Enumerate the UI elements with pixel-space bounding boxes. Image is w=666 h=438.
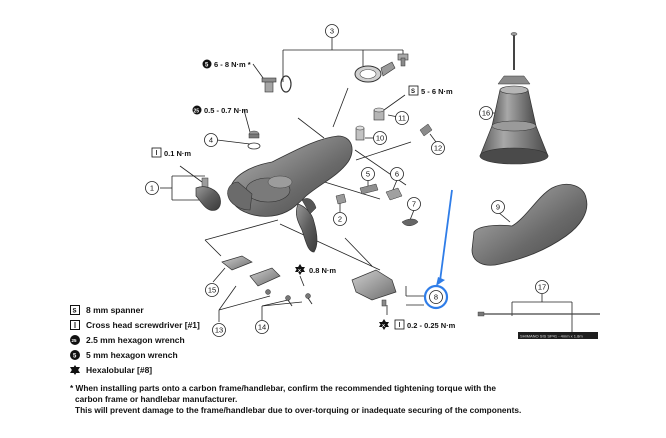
svg-text:17: 17 — [538, 283, 546, 292]
part-10-11-12 — [355, 107, 433, 141]
installation-note: * When installing parts onto a carbon fr… — [70, 383, 521, 416]
torque-1: 6 - 8 N·m * — [214, 60, 251, 69]
callout-3: 3 — [325, 24, 339, 38]
callout-1: 1 — [145, 181, 159, 195]
legend-item: 25 2.5 mm hexagon wrench — [70, 332, 200, 347]
torque-5: 0.8 N·m — [309, 266, 336, 275]
svg-text:5: 5 — [205, 63, 209, 69]
svg-text:4: 4 — [209, 136, 213, 145]
screwdriver-icon — [70, 319, 80, 330]
spanner-icon: S — [70, 304, 80, 315]
svg-text:3: 3 — [330, 27, 334, 36]
hex-wrench-2-5-icon: 25 — [70, 334, 80, 345]
callout-10: 10 — [373, 131, 387, 145]
torque-3: 0.1 N·m — [164, 149, 191, 158]
svg-text:16: 16 — [482, 109, 490, 118]
highlight-annotation — [423, 189, 453, 310]
svg-text:1: 1 — [150, 184, 154, 193]
part-13-14-15 — [221, 255, 313, 307]
torque-6: 0.2 - 0.25 N·m — [407, 321, 456, 330]
part-4-cap — [247, 130, 261, 150]
note-line-2: carbon frame or handlebar manufacturer. — [75, 394, 238, 404]
spanner-icon — [408, 85, 419, 96]
note-line-3: This will prevent damage to the frame/ha… — [75, 405, 522, 415]
tool-legend: S 8 mm spanner Cross head screwdriver [#… — [70, 302, 200, 377]
highlight-circle — [423, 284, 449, 310]
legend-label: 2.5 mm hexagon wrench — [86, 334, 185, 345]
hex-wrench-5-icon — [202, 59, 212, 69]
legend-item: Cross head screwdriver [#1] — [70, 317, 200, 332]
part-17-shift-cable: SHIMANO SIS SP41 - 4mm x 1.8m — [477, 311, 600, 339]
torque-4: 5 - 6 N·m — [421, 87, 453, 96]
callout-15: 15 — [205, 283, 219, 297]
svg-text:S: S — [411, 89, 415, 95]
svg-text:25: 25 — [194, 109, 200, 115]
leader-lines — [160, 38, 573, 336]
svg-text:S: S — [73, 308, 77, 314]
part-16-cartridge — [479, 32, 549, 165]
svg-text:12: 12 — [434, 144, 442, 153]
callout-12: 12 — [431, 141, 445, 155]
torque-specs: 5 6 - 8 N·m * 25 0.5 - 0.7 N·m 0.1 N·m S… — [151, 59, 456, 330]
torque-2: 0.5 - 0.7 N·m — [204, 106, 249, 115]
callout-7: 7 — [407, 197, 421, 211]
hex-wrench-5-icon: 5 — [70, 349, 80, 360]
part-1-adjust-screw — [195, 177, 221, 211]
hex-wrench-2-5-icon — [192, 105, 202, 115]
svg-text:14: 14 — [258, 323, 266, 332]
svg-text:9: 9 — [496, 203, 500, 212]
svg-text:X: X — [382, 323, 385, 328]
callout-16: 16 — [479, 106, 493, 120]
legend-item: Hexalobular [#8] — [70, 362, 200, 377]
svg-text:5: 5 — [73, 353, 77, 359]
svg-text:8: 8 — [434, 293, 438, 302]
svg-text:25: 25 — [72, 338, 78, 343]
svg-text:X: X — [298, 268, 301, 273]
part-9-bracket-cover — [471, 184, 588, 266]
svg-text:13: 13 — [215, 326, 223, 335]
callout-6: 6 — [390, 167, 404, 181]
svg-text:5: 5 — [366, 170, 370, 179]
legend-label: 8 mm spanner — [86, 304, 144, 315]
part-8-cover-plate — [351, 269, 397, 307]
svg-text:7: 7 — [412, 200, 416, 209]
svg-text:15: 15 — [208, 286, 216, 295]
lever-assembly — [227, 135, 353, 253]
callout-4: 4 — [204, 133, 218, 147]
svg-text:6: 6 — [395, 170, 399, 179]
svg-text:2: 2 — [338, 215, 342, 224]
callout-9: 9 — [491, 200, 505, 214]
callout-2: 2 — [333, 212, 347, 226]
hexalobular-icon — [70, 364, 80, 375]
svg-text:11: 11 — [398, 114, 406, 123]
svg-text:10: 10 — [376, 134, 384, 143]
part-2-5-6-7 — [335, 183, 419, 226]
legend-item: S 8 mm spanner — [70, 302, 200, 317]
cable-label: SHIMANO SIS SP41 - 4mm x 1.8m — [520, 334, 583, 339]
callout-5: 5 — [361, 167, 375, 181]
legend-label: Cross head screwdriver [#1] — [86, 319, 200, 330]
callout-8: 8 — [429, 290, 443, 304]
callouts: 3 4 1 11 10 12 5 6 7 2 15 13 14 8 16 9 1… — [145, 24, 549, 337]
note-line-1: * When installing parts onto a carbon fr… — [70, 383, 496, 393]
callout-13: 13 — [212, 323, 226, 337]
legend-label: 5 mm hexagon wrench — [86, 349, 178, 360]
legend-item: 5 5 mm hexagon wrench — [70, 347, 200, 362]
part-3-band-clamp — [261, 53, 409, 93]
callout-11: 11 — [395, 111, 409, 125]
callout-14: 14 — [255, 320, 269, 334]
legend-label: Hexalobular [#8] — [86, 364, 153, 375]
callout-17: 17 — [535, 280, 549, 294]
